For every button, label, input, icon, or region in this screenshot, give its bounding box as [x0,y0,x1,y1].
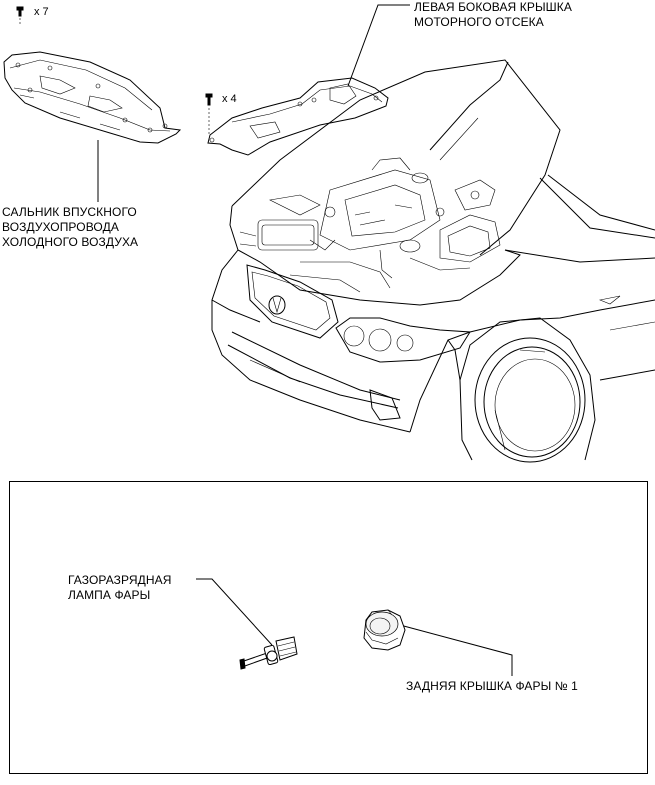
clip-icon-cover [205,93,213,134]
rear-cover-part [363,609,406,651]
air-intake-seal-part [3,51,182,144]
callout-side-cover-line1: ЛЕВАЯ БОКОВАЯ КРЫШКА [414,0,572,14]
car-front-drawing [211,59,655,463]
callout-air-seal-line3: ХОЛОДНОГО ВОЗДУХА [2,235,139,249]
callout-side-cover-line2: МОТОРНОГО ОТСЕКА [414,15,544,29]
callout-rear-cover: ЗАДНЯЯ КРЫШКА ФАРЫ № 1 [406,679,578,693]
callout-air-seal-line1: САЛЬНИК ВПУСКНОГО [2,205,137,219]
callout-discharge-lamp: ГАЗОРАЗРЯДНАЯ ЛАМПА ФАРЫ [68,573,172,603]
detail-box [9,481,648,774]
callout-discharge-lamp-line2: ЛАМПА ФАРЫ [68,588,151,602]
callout-air-seal-line2: ВОЗДУХОПРОВОДА [2,220,119,234]
discharge-lamp-part [239,636,298,670]
leader-line-side-cover [347,4,410,87]
callout-discharge-lamp-line1: ГАЗОРАЗРЯДНАЯ [68,573,172,587]
callout-air-seal: САЛЬНИК ВПУСКНОГО ВОЗДУХОПРОВОДА ХОЛОДНО… [2,205,138,250]
cover-clip-quantity: x 4 [222,93,237,105]
callout-side-cover: ЛЕВАЯ БОКОВАЯ КРЫШКА МОТОРНОГО ОТСЕКА [414,0,572,30]
leader-line-lamp [196,578,273,646]
clip-icon-seal [16,6,24,24]
side-cover-part [207,77,389,156]
leader-line-rear-cover [399,624,513,676]
seal-clip-quantity: x 7 [34,6,49,18]
